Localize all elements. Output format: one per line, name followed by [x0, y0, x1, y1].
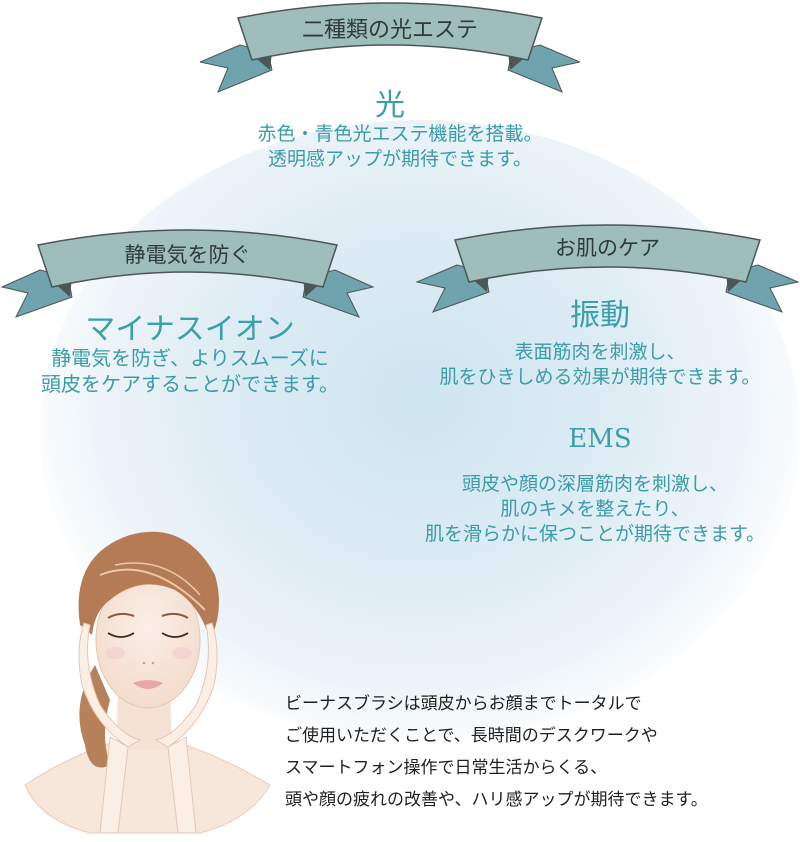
- ribbon-banner-icon: [200, 2, 580, 93]
- section-desc-vibration: 表面筋肉を刺激し、 肌をひきしめる効果が期待できます。: [400, 340, 800, 390]
- ribbon-label: お肌のケア: [555, 236, 660, 260]
- summary-line: 頭や顔の疲れの改善や、ハリ感アップが期待できます。: [285, 790, 708, 810]
- section-title-vibration: 振動: [570, 298, 630, 333]
- ribbon-banner-icon: [415, 224, 800, 313]
- desc-line: 静電気を防ぎ、よりスムーズに: [51, 346, 329, 370]
- desc-line: 赤色・青色光エステ機能を搭載。: [257, 123, 543, 145]
- section-title-light: 光: [375, 88, 405, 123]
- desc-line: 頭皮をケアすることができます。: [41, 372, 339, 397]
- desc-line: 透明感アップが期待できます。: [267, 148, 533, 171]
- ribbon-static: 静電気を防ぐ: [0, 225, 375, 320]
- section-desc-ems: 頭皮や顔の深層筋肉を刺激し、 肌のキメを整えたり、 肌を滑らかに保つことが期待で…: [390, 472, 800, 547]
- desc-line: 表面筋肉を刺激し、: [514, 341, 686, 363]
- ribbon-label: 静電気を防ぐ: [124, 243, 251, 267]
- section-title-ems: EMS: [568, 424, 632, 454]
- summary-line: ご使用いただくことで、長時間のデスクワークや: [285, 726, 658, 746]
- section-title-static: マイナスイオン: [85, 312, 295, 347]
- woman-face-icon: [24, 531, 271, 834]
- desc-line: 頭皮や顔の深層筋肉を刺激し、: [461, 473, 728, 495]
- summary-line: スマートフォン操作で日常生活からくる、: [285, 758, 608, 778]
- section-desc-light: 赤色・青色光エステ機能を搭載。 透明感アップが期待できます。: [190, 122, 610, 172]
- desc-line: 肌を滑らかに保つことが期待できます。: [424, 523, 766, 546]
- summary-text: ビーナスブラシは頭皮からお顔までトータルで ご使用いただくことで、長時間のデスク…: [285, 688, 800, 816]
- desc-line: 肌をひきしめる効果が期待できます。: [439, 366, 761, 389]
- ribbon-banner-icon: [0, 229, 375, 318]
- ribbon-light: 二種類の光エステ: [200, 0, 580, 95]
- ribbon-label: 二種類の光エステ: [301, 18, 478, 43]
- ribbon-skin: お肌のケア: [415, 220, 800, 315]
- summary-line: ビーナスブラシは頭皮からお顔までトータルで: [285, 694, 642, 714]
- desc-line: 肌のキメを整えたり、: [500, 498, 690, 521]
- section-desc-static: 静電気を防ぎ、よりスムーズに 頭皮をケアすることができます。: [0, 345, 380, 398]
- woman-illustration: [0, 515, 290, 838]
